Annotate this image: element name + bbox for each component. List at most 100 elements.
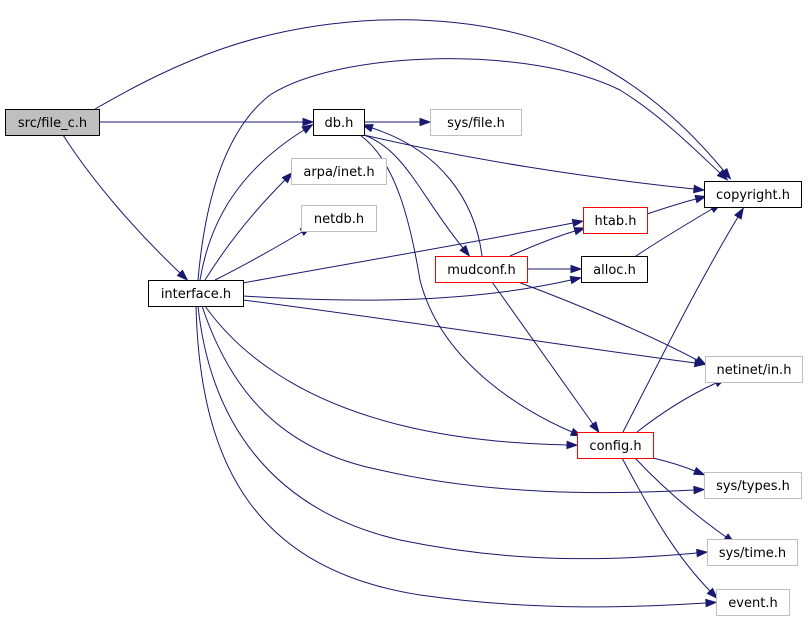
node-event-box[interactable] (716, 589, 790, 616)
edge-interface-to-db-line (199, 129, 305, 281)
edge-interface-to-arpa-inet (204, 171, 294, 281)
node-netinet-in-label: netinet/in.h (717, 363, 792, 378)
edge-interface-to-event-arrowhead (705, 598, 718, 608)
edge-src-file-c-to-interface-arrowhead (176, 269, 189, 281)
node-alloc-box[interactable] (581, 256, 648, 283)
edge-interface-to-htab-line (242, 222, 574, 284)
node-event-label: event.h (728, 596, 777, 611)
node-htab-label: htab.h (595, 214, 637, 229)
node-sys-time-box[interactable] (707, 539, 798, 566)
edge-interface-to-alloc-arrowhead (569, 275, 583, 285)
node-htab-box[interactable] (583, 207, 648, 234)
node-sys-file[interactable]: sys/file.h (430, 109, 522, 136)
edge-interface-to-alloc-line (242, 279, 572, 301)
edge-db-to-sys-file (364, 117, 432, 127)
edge-mudconf-to-alloc (527, 264, 583, 274)
node-config-box[interactable] (577, 432, 654, 459)
node-copyright-label: copyright.h (716, 188, 790, 203)
edge-config-to-sys-time-line (634, 457, 727, 538)
node-mudconf-box[interactable] (435, 256, 528, 283)
edge-mudconf-to-netinet-in-line (517, 281, 698, 361)
node-src-file-c-label: src/file_c.h (18, 116, 87, 131)
edge-db-to-copyright-arrowhead (693, 184, 706, 194)
node-alloc-label: alloc.h (593, 263, 636, 278)
node-mudconf[interactable]: mudconf.h (435, 256, 528, 283)
node-src-file-c-box[interactable] (5, 109, 100, 136)
edge-interface-to-sys-types-arrowhead (693, 485, 706, 495)
edge-interface-to-config-arrowhead (566, 440, 579, 450)
edge-interface-to-sys-time (197, 305, 709, 560)
edge-src-file-c-to-copyright-line (94, 19, 725, 172)
edge-interface-to-copyright (197, 58, 729, 281)
edge-mudconf-to-config-arrowhead (589, 421, 600, 434)
edge-interface-to-copyright-line (197, 58, 721, 281)
edge-mudconf-to-netinet-in (517, 281, 708, 366)
edge-config-to-event-line (621, 457, 711, 592)
node-netinet-in[interactable]: netinet/in.h (705, 356, 803, 383)
node-config[interactable]: config.h (577, 432, 654, 459)
edge-config-to-netinet-in (636, 378, 727, 433)
edge-interface-to-sys-time-arrowhead (696, 548, 709, 558)
edge-mudconf-to-htab-line (509, 230, 576, 257)
edge-interface-to-event (195, 305, 718, 608)
edge-interface-to-netdb (214, 226, 312, 281)
node-alloc[interactable]: alloc.h (581, 256, 648, 283)
edge-alloc-to-copyright (635, 203, 722, 257)
edge-interface-to-db (199, 123, 314, 281)
edge-interface-to-db-arrowhead (301, 123, 314, 134)
edge-interface-to-htab (242, 218, 585, 284)
edge-mudconf-to-alloc-arrowhead (570, 264, 583, 274)
node-interface-box[interactable] (148, 280, 244, 307)
node-interface[interactable]: interface.h (148, 280, 244, 307)
edge-db-to-mudconf-line (363, 134, 464, 249)
edge-mudconf-to-config (491, 281, 600, 434)
node-sys-types-box[interactable] (704, 472, 802, 499)
edge-interface-to-netinet-in-arrowhead (693, 358, 707, 368)
edge-interface-to-arpa-inet-line (204, 179, 286, 281)
edge-mudconf-to-db-line (371, 127, 483, 257)
node-sys-file-box[interactable] (430, 109, 522, 136)
edge-src-file-c-to-db (99, 117, 315, 127)
node-db-box[interactable] (313, 109, 365, 136)
node-arpa-inet-box[interactable] (291, 158, 387, 185)
edge-config-to-sys-types-arrowhead (692, 466, 706, 476)
node-interface-label: interface.h (161, 287, 231, 302)
edge-config-to-copyright-line (622, 216, 739, 433)
edge-src-file-c-to-interface (62, 134, 189, 281)
node-arpa-inet-label: arpa/inet.h (303, 165, 374, 180)
node-sys-time[interactable]: sys/time.h (707, 539, 798, 566)
edge-config-to-copyright-arrowhead (734, 207, 744, 220)
edge-interface-to-alloc (242, 275, 583, 301)
node-htab[interactable]: htab.h (583, 207, 648, 234)
node-db[interactable]: db.h (313, 109, 365, 136)
edge-mudconf-to-db (361, 124, 483, 257)
edge-config-to-event-arrowhead (706, 587, 719, 600)
node-config-label: config.h (589, 439, 641, 454)
node-sys-types[interactable]: sys/types.h (704, 472, 802, 499)
node-sys-types-label: sys/types.h (716, 479, 790, 494)
node-netdb[interactable]: netdb.h (301, 205, 377, 232)
edge-db-to-config-line (359, 134, 573, 433)
edge-db-to-mudconf (363, 134, 471, 257)
node-sys-time-label: sys/time.h (719, 546, 786, 561)
edge-config-to-event (621, 457, 719, 600)
edge-htab-to-copyright (646, 194, 708, 215)
node-event[interactable]: event.h (716, 589, 790, 616)
edge-mudconf-to-db-arrowhead (361, 124, 374, 133)
edge-alloc-to-copyright-line (635, 208, 713, 257)
node-netdb-label: netdb.h (314, 212, 364, 227)
edge-interface-to-event-line (195, 305, 707, 608)
edge-db-to-copyright (363, 134, 706, 194)
node-src-file-c[interactable]: src/file_c.h (5, 109, 100, 136)
edge-mudconf-to-htab (509, 227, 587, 257)
node-copyright[interactable]: copyright.h (704, 181, 802, 208)
edge-db-to-sys-file-arrowhead (419, 117, 432, 127)
node-copyright-box[interactable] (704, 181, 802, 208)
edge-htab-to-copyright-line (646, 198, 697, 215)
node-arpa-inet[interactable]: arpa/inet.h (291, 158, 387, 185)
node-netdb-box[interactable] (301, 205, 377, 232)
node-netinet-in-box[interactable] (705, 356, 803, 383)
edge-interface-to-netdb-line (214, 231, 303, 281)
edge-src-file-c-to-interface-line (62, 134, 181, 274)
